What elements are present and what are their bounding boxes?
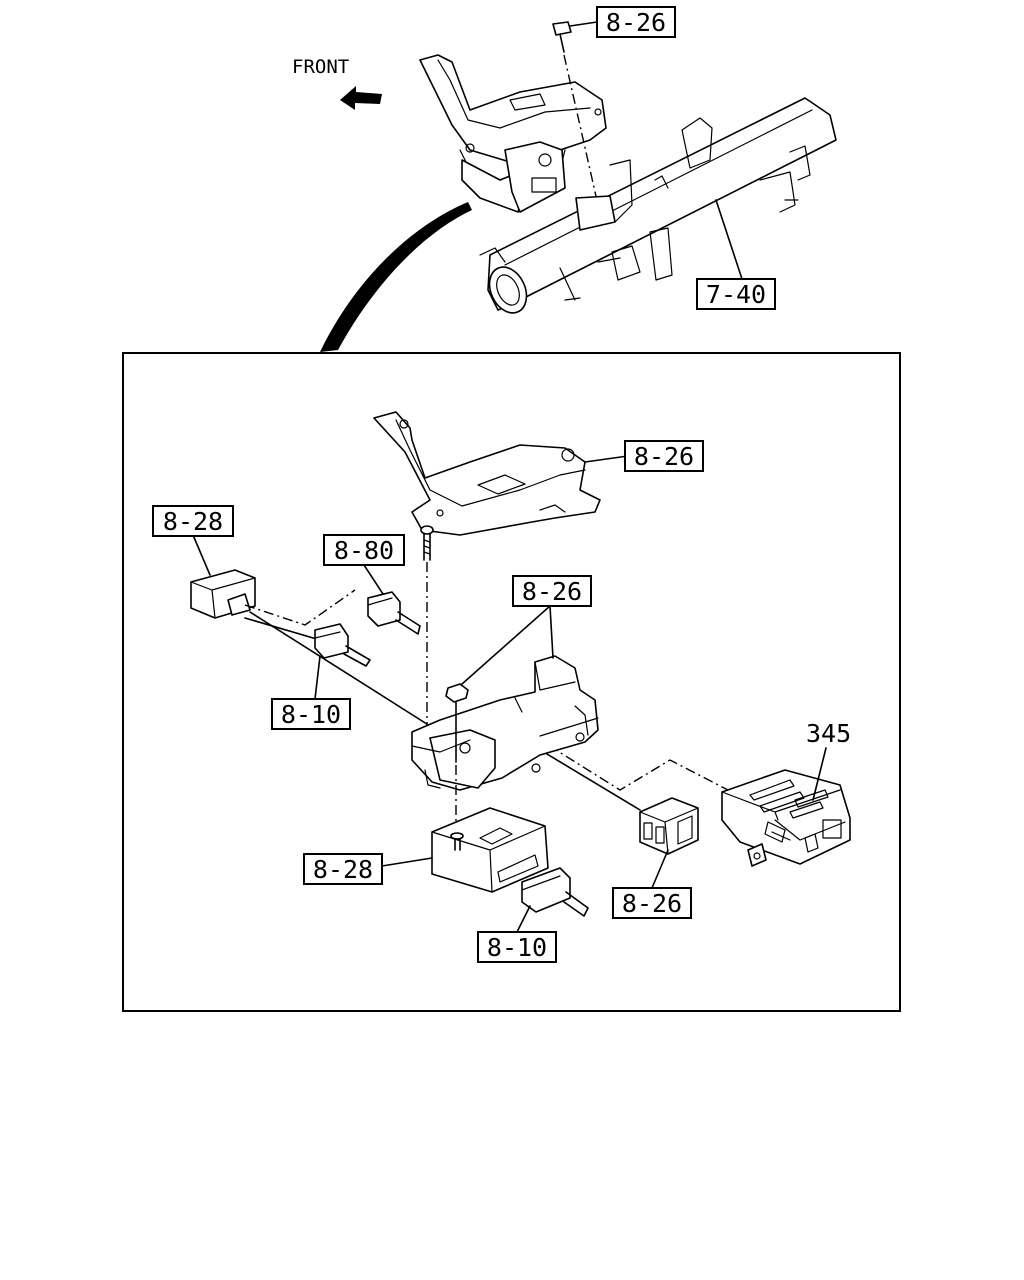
ref-module-345[interactable]: 345 bbox=[806, 719, 851, 801]
overview-bolt bbox=[552, 21, 599, 206]
ref-crossmember-top[interactable]: 7-40 bbox=[696, 199, 776, 310]
harness-branch-b bbox=[244, 617, 321, 641]
svg-text:8-28: 8-28 bbox=[313, 855, 373, 884]
harness-main bbox=[249, 611, 431, 727]
detail-pointer-arrow bbox=[320, 202, 472, 352]
ref-connector-8-80[interactable]: 8-80 bbox=[323, 534, 405, 595]
ref-connector-left[interactable]: 8-28 bbox=[152, 505, 234, 576]
detail-connector-8-10-upper bbox=[314, 623, 371, 667]
front-arrow-icon bbox=[340, 86, 382, 110]
overview-crossmember bbox=[479, 97, 837, 314]
detail-connector-left bbox=[190, 569, 256, 619]
svg-text:8-26: 8-26 bbox=[606, 8, 666, 37]
svg-text:7-40: 7-40 bbox=[706, 280, 766, 309]
ref-upper-bracket[interactable]: 8-26 bbox=[584, 440, 704, 472]
ref-mount-bracket[interactable]: 8-26 bbox=[461, 575, 592, 685]
detail-frame bbox=[122, 352, 901, 1012]
detail-relay bbox=[639, 797, 699, 855]
svg-text:345: 345 bbox=[806, 719, 851, 748]
svg-text:8-26: 8-26 bbox=[622, 889, 682, 918]
detail-upper-bracket bbox=[373, 411, 601, 536]
harness-branch-a bbox=[244, 589, 356, 626]
svg-text:8-80: 8-80 bbox=[334, 536, 394, 565]
detail-screw-left bbox=[420, 525, 434, 745]
svg-text:8-26: 8-26 bbox=[522, 577, 582, 606]
ref-ecu[interactable]: 8-28 bbox=[303, 853, 433, 885]
detail-ecu bbox=[431, 807, 549, 893]
overview-upper-bracket bbox=[419, 54, 607, 213]
ref-ecu-connector[interactable]: 8-10 bbox=[477, 905, 557, 963]
ref-relay[interactable]: 8-26 bbox=[612, 849, 692, 919]
svg-text:8-26: 8-26 bbox=[634, 442, 694, 471]
detail-mount-bracket bbox=[411, 655, 599, 791]
detail-module-345 bbox=[721, 769, 851, 867]
detail-connector-8-80 bbox=[367, 591, 421, 635]
svg-text:8-10: 8-10 bbox=[281, 700, 341, 729]
harness-to-module bbox=[531, 734, 729, 791]
ref-bolt-top[interactable]: 8-26 bbox=[569, 6, 676, 38]
harness-to-relay bbox=[531, 744, 641, 811]
ref-connector-8-10-upper[interactable]: 8-10 bbox=[271, 655, 351, 730]
front-label: FRONT bbox=[292, 56, 349, 78]
svg-text:8-10: 8-10 bbox=[487, 933, 547, 962]
svg-text:8-28: 8-28 bbox=[163, 507, 223, 536]
detail-ecu-connector bbox=[521, 867, 589, 917]
